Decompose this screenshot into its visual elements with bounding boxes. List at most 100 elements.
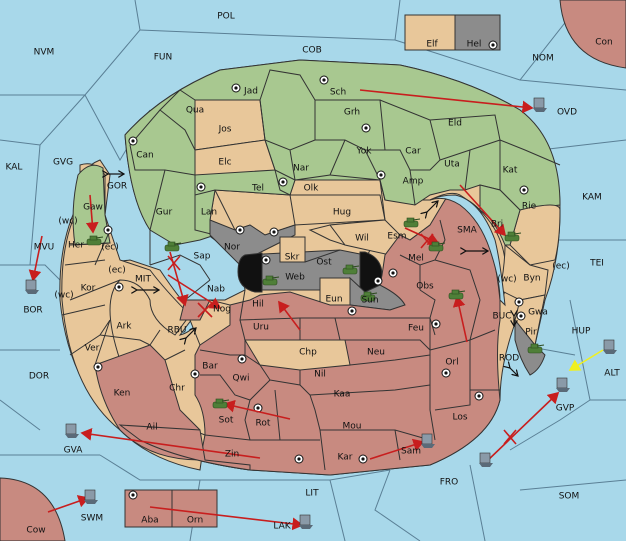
label-rbu: RBU	[167, 326, 186, 336]
label-uru: Uru	[253, 323, 269, 333]
supply-center-icon	[93, 362, 103, 372]
label-nil: Nil	[314, 370, 326, 380]
label-cow: Cow	[26, 526, 45, 536]
label-amp: Amp	[403, 177, 424, 187]
tank-icon	[448, 289, 466, 300]
label-swm: SWM	[81, 514, 103, 524]
label-sch: Sch	[330, 88, 346, 98]
tank-icon	[164, 241, 182, 252]
label-zin: Zin	[225, 450, 239, 460]
label-nvm: NVM	[34, 48, 55, 58]
label-kaa: Kaa	[334, 390, 351, 400]
label-skr: Skr	[285, 253, 300, 263]
label-sma: SMA	[457, 226, 477, 236]
label-ec3: (ec)	[552, 262, 570, 272]
supply-center-icon	[261, 255, 271, 265]
label-orl: Orl	[445, 358, 458, 368]
supply-center-icon	[516, 311, 526, 321]
label-cob: COB	[302, 46, 322, 56]
label-dor: DOR	[29, 372, 49, 382]
label-can: Can	[136, 151, 154, 161]
label-gur: Gur	[156, 208, 173, 218]
tank-icon	[403, 217, 421, 228]
label-bor: BOR	[23, 306, 42, 316]
label-nom: NOM	[532, 54, 554, 64]
ship-icon	[603, 339, 617, 354]
label-lan: Lan	[201, 208, 217, 218]
supply-center-icon	[519, 185, 529, 195]
supply-center-icon	[488, 40, 498, 50]
label-wc1: (wc)	[58, 217, 77, 227]
supply-center-icon	[431, 319, 441, 329]
label-qua: Qua	[186, 106, 204, 116]
tank-icon	[342, 264, 360, 275]
supply-center-icon	[103, 225, 113, 235]
supply-center-icon	[373, 276, 383, 286]
army-units	[86, 217, 545, 409]
label-kor: Kor	[81, 284, 96, 294]
label-ec2: (ec)	[108, 266, 126, 276]
label-sap: Sap	[194, 252, 211, 262]
supply-center-icon	[237, 354, 247, 364]
label-gvp: GVP	[556, 404, 575, 414]
label-sam: Sam	[401, 447, 421, 457]
tank-icon	[212, 398, 230, 409]
label-alt: ALT	[604, 369, 620, 379]
label-lit: LIT	[305, 489, 319, 499]
label-fro: FRO	[440, 478, 459, 488]
label-olk: Olk	[304, 184, 320, 194]
web-west-cap	[237, 252, 263, 293]
supply-center-icon	[231, 83, 241, 93]
tank-icon	[86, 235, 104, 246]
supply-center-icon	[128, 490, 138, 500]
map-labels: POL NVM FUN COB NOM Con Elf Hel Jad Sch …	[6, 12, 621, 536]
label-obs: Obs	[416, 282, 434, 292]
province-elf[interactable]	[404, 14, 456, 51]
label-mit: MIT	[135, 275, 151, 285]
supply-center-icon	[269, 227, 279, 237]
label-eld: Eld	[448, 119, 462, 129]
tank-icon	[262, 275, 280, 286]
label-ec1: (ec)	[101, 243, 119, 253]
province-orn[interactable]	[171, 489, 218, 528]
label-ail: Ail	[146, 423, 157, 433]
tank-icon	[428, 241, 446, 252]
label-jad: Jad	[243, 87, 258, 97]
label-ver: Ver	[85, 344, 100, 354]
province-chp[interactable]	[244, 339, 351, 371]
label-wc2: (wc)	[54, 291, 73, 301]
label-kal: KAL	[6, 163, 23, 173]
label-feu: Feu	[408, 324, 424, 334]
label-ovd: OVD	[557, 108, 577, 118]
supply-center-icon	[114, 282, 124, 292]
tank-icon	[504, 231, 522, 242]
province-rie[interactable]	[509, 204, 561, 266]
supply-center-icon	[128, 136, 138, 146]
label-pir: Pir	[525, 328, 537, 338]
label-car: Car	[405, 147, 421, 157]
supply-center-icon	[278, 177, 288, 187]
label-wc3: (wc)	[497, 275, 516, 285]
double-arrow-icon	[108, 174, 518, 376]
label-byn: Byn	[523, 274, 540, 284]
ship-icon	[479, 452, 493, 467]
label-tel: Tel	[251, 184, 264, 194]
ship-icon	[65, 423, 79, 438]
move-orders	[28, 89, 604, 531]
supply-center-icon	[361, 123, 371, 133]
label-mou: Mou	[343, 422, 362, 432]
label-ost: Ost	[316, 258, 332, 268]
label-lak: LAK	[273, 522, 291, 532]
ship-icon	[84, 489, 98, 504]
label-bar: Bar	[202, 362, 218, 372]
label-her: Her	[68, 241, 84, 251]
supply-center-icon	[376, 170, 386, 180]
label-hug: Hug	[333, 208, 351, 218]
supply-center-icon	[358, 454, 368, 464]
label-jos: Jos	[218, 125, 232, 135]
label-bri: Bri	[491, 220, 503, 230]
label-nog: Nog	[213, 305, 231, 315]
label-pol: POL	[217, 12, 235, 22]
label-gor: GOR	[107, 182, 127, 192]
label-sun: Sun	[361, 296, 378, 306]
